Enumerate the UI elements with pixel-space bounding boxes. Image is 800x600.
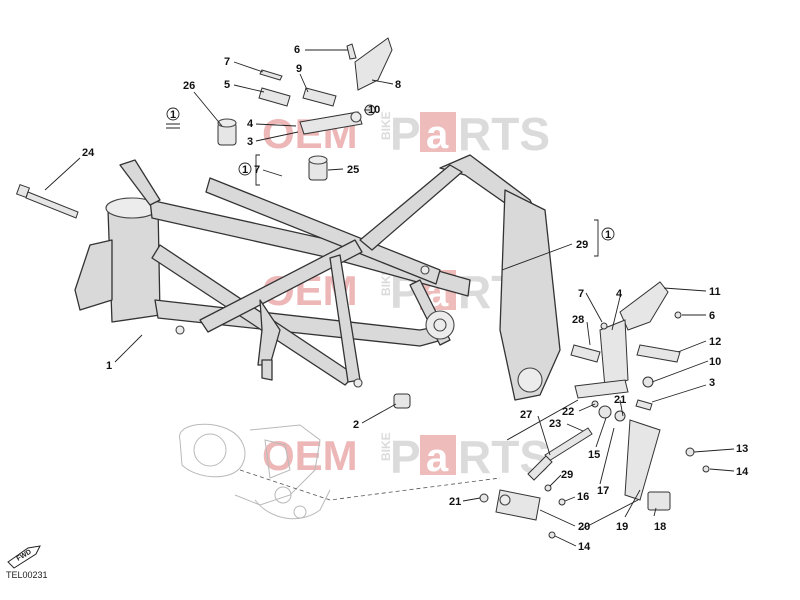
washer-10-lower (642, 376, 654, 388)
callout-16: 16 (577, 491, 589, 503)
circled-mark-2: 1 (238, 162, 252, 176)
lever-21 (574, 379, 629, 399)
callout-14: 14 (578, 541, 591, 553)
bolt-16 (558, 498, 566, 506)
svg-text:BIKE: BIKE (379, 432, 393, 461)
rod-27 (527, 427, 593, 481)
callout-4: 4 (247, 118, 254, 130)
callout-8: 8 (395, 79, 401, 91)
spacer-2 (393, 393, 411, 409)
callout-21: 21 (614, 394, 626, 406)
callout-13: 13 (736, 443, 748, 455)
callout-6: 6 (709, 310, 715, 322)
bolt-14a (702, 465, 710, 473)
callout-27: 27 (520, 409, 532, 421)
bolt-29b (544, 484, 552, 492)
callout-29: 29 (561, 469, 573, 481)
callout-14: 14 (736, 466, 749, 478)
footpeg-9 (302, 87, 337, 107)
callout-9: 9 (296, 63, 302, 75)
fwd-arrow-icon: FWD (7, 545, 41, 569)
circled-mark-3: 1 (601, 227, 615, 241)
svg-text:1: 1 (242, 164, 248, 176)
bush-26 (217, 118, 237, 146)
callout-labels: 24 26 7 5 9 6 8 10 4 3 7 25 1 29 2 7 4 1… (82, 44, 749, 553)
bolt-24 (15, 183, 79, 219)
screw-7-upper (259, 69, 283, 81)
lever-18-19 (624, 419, 671, 511)
diagram-reference-code: TEL00231 (6, 570, 48, 580)
callout-20: 20 (578, 521, 590, 533)
callout-3: 3 (709, 377, 715, 389)
watermark-bottom: OEM BIKE P a RTS (262, 431, 550, 483)
bolt-13 (685, 447, 695, 457)
callout-15: 15 (588, 449, 600, 461)
svg-text:RTS: RTS (458, 108, 550, 160)
bracket-3-upper (299, 111, 363, 135)
engine-ghost-outline (179, 423, 331, 520)
engine-mount-dashline (239, 469, 501, 501)
callout-17: 17 (597, 485, 609, 497)
callout-7: 7 (578, 288, 584, 300)
leader-lines (44, 49, 735, 547)
callout-7: 7 (254, 164, 260, 176)
bracket-11 (619, 281, 669, 331)
callout-10: 10 (709, 356, 721, 368)
spring-3-lower (635, 399, 653, 411)
callout-25: 25 (347, 164, 359, 176)
bolt-6-lower (674, 311, 682, 319)
callout-23: 23 (549, 418, 561, 430)
lever-20 (495, 489, 541, 521)
callout-21: 21 (449, 496, 461, 508)
callout-18: 18 (654, 521, 666, 533)
svg-text:BIKE: BIKE (379, 111, 393, 140)
nut-21b (479, 493, 489, 503)
footpeg-28 (570, 344, 601, 363)
svg-text:1: 1 (605, 229, 611, 241)
footpeg-5 (258, 87, 291, 107)
callout-19: 19 (616, 521, 628, 533)
bracket-8 (354, 37, 393, 91)
callout-1: 1 (106, 360, 112, 372)
callout-29: 29 (576, 239, 588, 251)
circled-mark-1: 1 (166, 107, 180, 129)
bracket-4-lower (599, 319, 629, 389)
svg-text:a: a (426, 436, 449, 480)
callout-2: 2 (353, 419, 359, 431)
footpeg-12 (636, 344, 681, 363)
callout-4: 4 (616, 288, 623, 300)
callout-12: 12 (709, 336, 721, 348)
callout-22: 22 (562, 406, 574, 418)
callout-3: 3 (247, 136, 253, 148)
bush-25 (308, 155, 328, 181)
callout-7: 7 (224, 56, 230, 68)
callout-10: 10 (368, 104, 380, 116)
callout-26: 26 (183, 80, 195, 92)
callout-28: 28 (572, 314, 584, 326)
callout-6: 6 (294, 44, 300, 56)
bolt-7-lower (600, 322, 608, 330)
svg-text:a: a (426, 113, 449, 157)
callout-24: 24 (82, 147, 95, 159)
svg-text:1: 1 (170, 109, 176, 121)
callout-5: 5 (224, 79, 230, 91)
main-frame (74, 154, 561, 401)
svg-text:P: P (390, 108, 421, 160)
bolt-14b (548, 531, 556, 539)
svg-text:P: P (390, 431, 421, 483)
screw-6-upper (346, 43, 357, 60)
svg-text:OEM: OEM (262, 432, 358, 479)
callout-11: 11 (709, 286, 721, 298)
